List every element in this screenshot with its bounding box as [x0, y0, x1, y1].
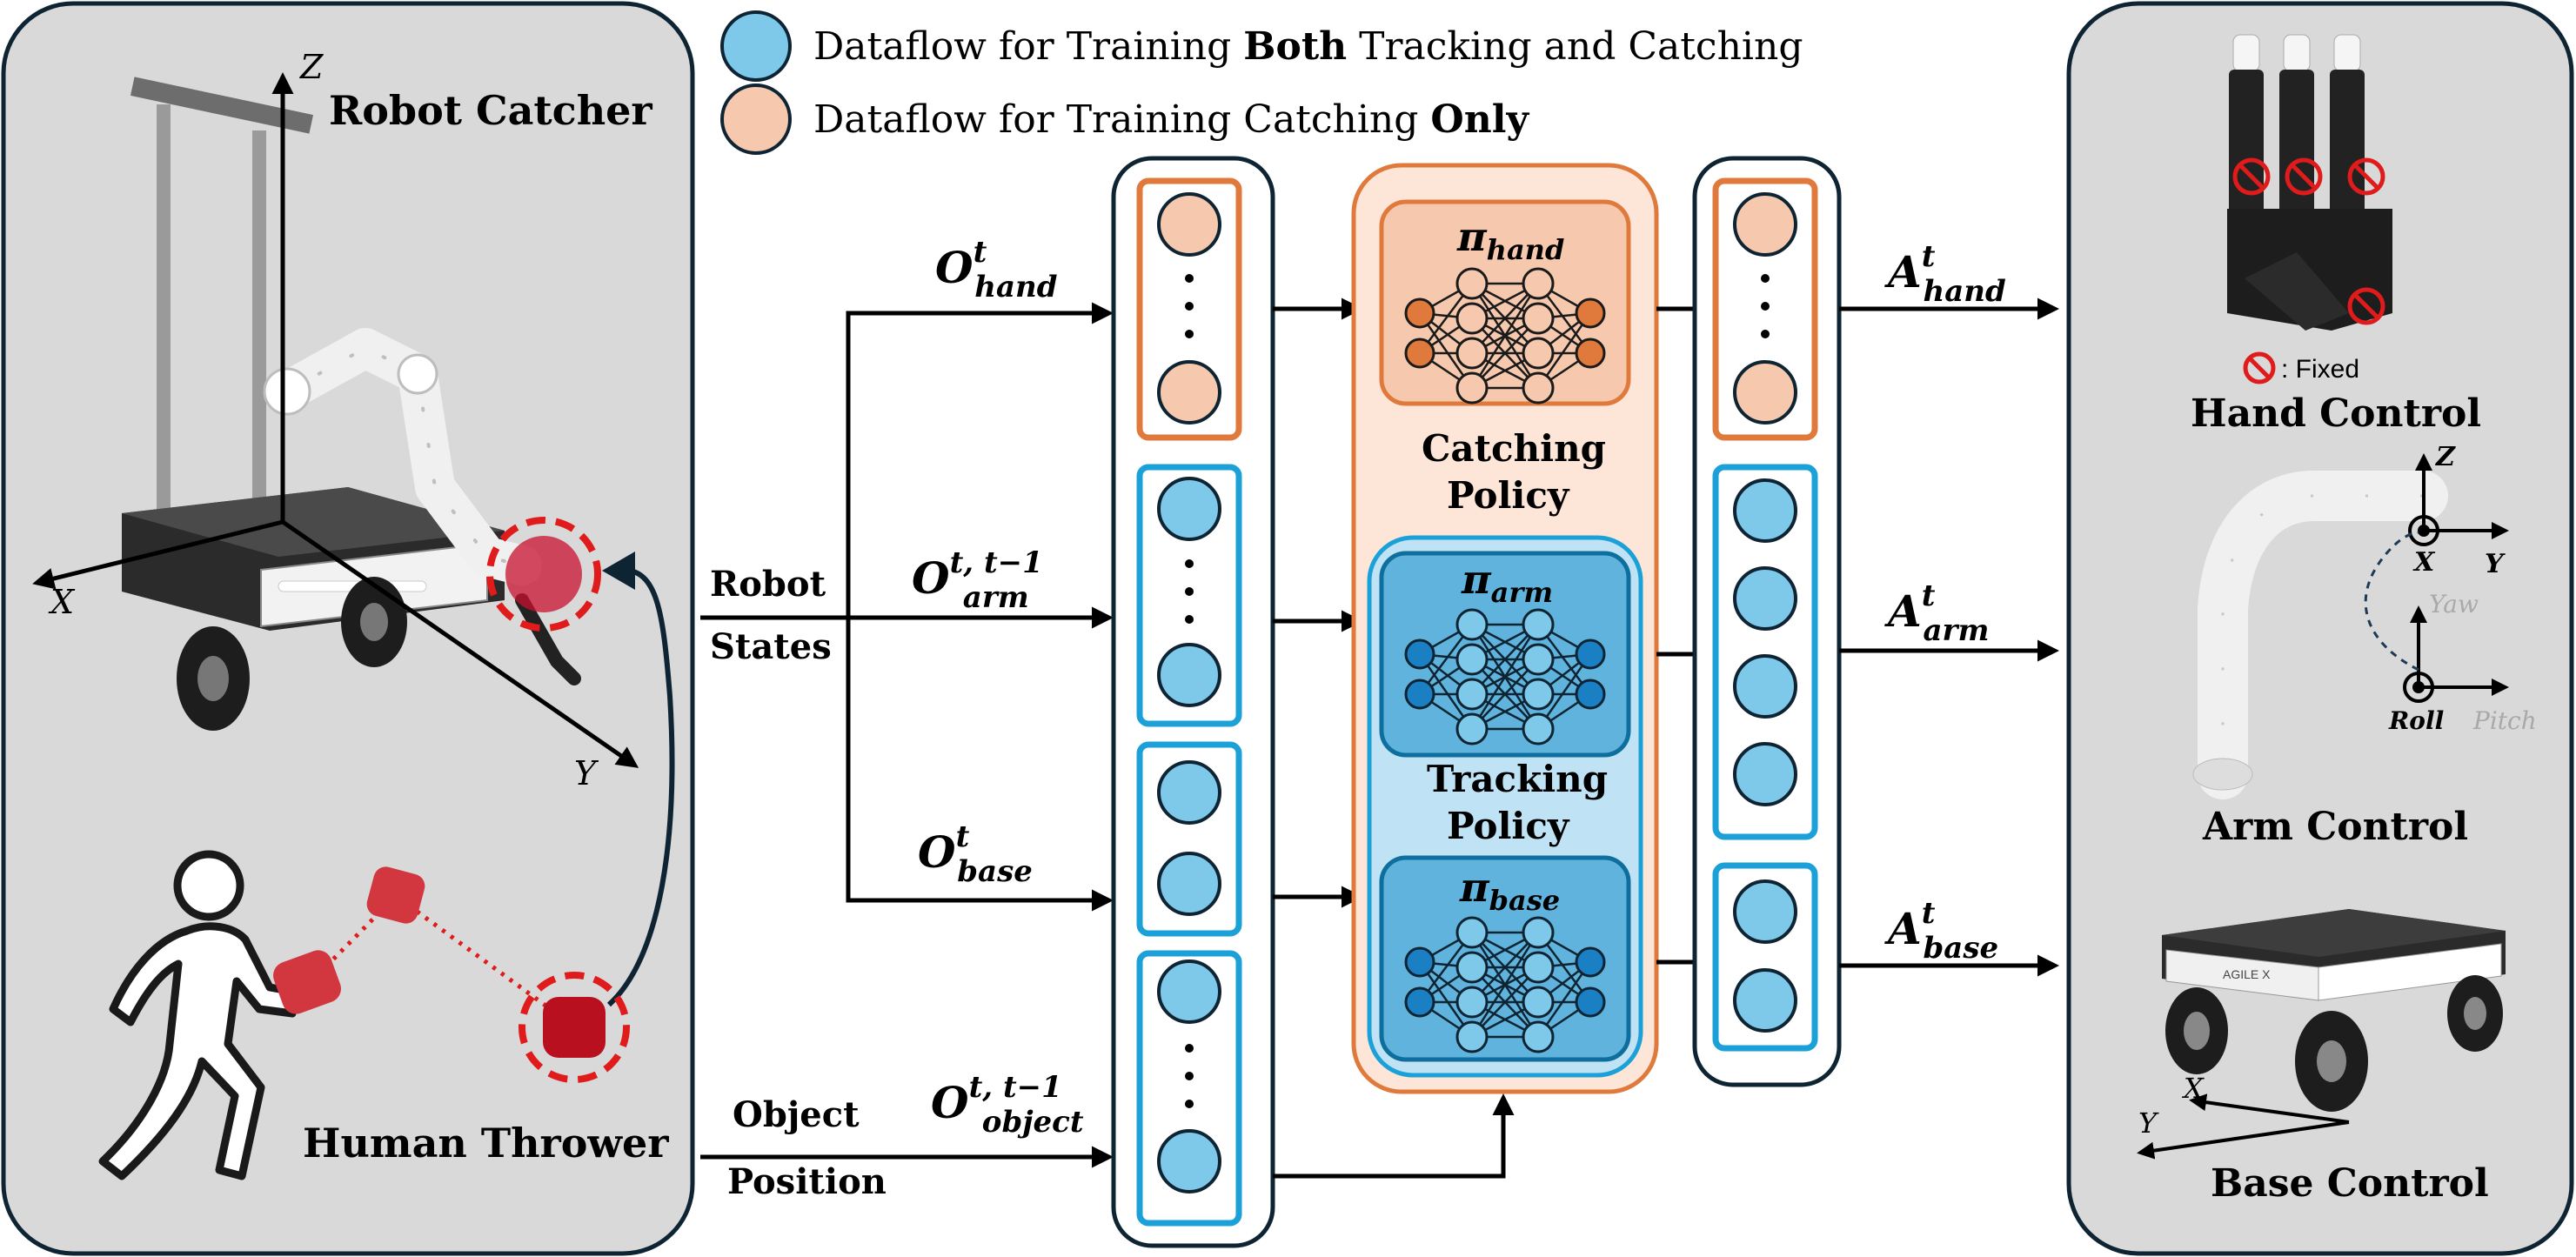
arm-pitch-label: Pitch: [2472, 706, 2537, 735]
action-hand-node: [1733, 192, 1797, 257]
legend-orange-text: Dataflow for Training Catching Only: [813, 97, 1529, 142]
base-axis-x-label: X: [2181, 1072, 2205, 1105]
pi-arm-box: [1379, 551, 1631, 758]
base-control-title: Base Control: [2211, 1161, 2489, 1206]
obs-hand-node: [1157, 360, 1221, 425]
obs-hand-node: [1157, 192, 1221, 257]
catching-policy-label-line1: Catching: [1422, 427, 1606, 470]
left-panel: Z X Y Robot Catcher Human Thrower: [1, 1, 695, 1256]
object-position-label-line1: Object: [733, 1094, 860, 1135]
base-axis-y-label: Y: [2138, 1107, 2159, 1140]
object-position-label-line2: Position: [727, 1161, 887, 1202]
obs-hand-group: [1136, 177, 1242, 441]
action-arm-group: [1712, 464, 1818, 840]
base-brand-logo: AGILE X: [2223, 967, 2271, 981]
fixed-legend-label: : Fixed: [2281, 355, 2359, 384]
axis-x-label: X: [48, 583, 76, 621]
arm-coordinate-frames: [2364, 453, 2509, 703]
arm-illustration: [2192, 471, 2448, 799]
robot-coordinate-frame: [32, 72, 639, 768]
action-arm-node: [1733, 566, 1797, 631]
obs-arm-group: [1136, 464, 1242, 727]
observation-stack: [1111, 156, 1275, 1248]
arm-axis-y-label: Y: [2485, 549, 2506, 579]
action-stack: [1692, 156, 1842, 1087]
fixed-joint-markers: [2232, 157, 2385, 325]
tracking-policy-label-line2: Policy: [1447, 805, 1570, 847]
obs-object-ellipsis: [1185, 1044, 1194, 1108]
throw-trajectory-arrowhead: [602, 552, 635, 590]
fixed-legend: : Fixed: [2243, 351, 2359, 384]
action-base-group: [1712, 862, 1818, 1052]
axis-z-label: Z: [299, 48, 324, 86]
input-arrows: [700, 302, 1114, 1168]
arm-yaw-label: Yaw: [2429, 590, 2479, 618]
action-base-node: [1733, 968, 1797, 1033]
obs-arm-node: [1157, 643, 1221, 707]
arm-axis-x-label: X: [2412, 547, 2436, 578]
pi-base-network: [1404, 916, 1606, 1053]
action-base-node: [1733, 879, 1797, 944]
policy-to-action-lines: [1656, 306, 1695, 965]
pi-base-label: πbase: [1459, 864, 1560, 917]
arm-roll-label: Roll: [2388, 706, 2444, 735]
robot-states-label-line2: States: [710, 626, 832, 667]
obs-object-node: [1157, 959, 1221, 1024]
arm-axis-z-label: Z: [2435, 442, 2456, 472]
mobile-base-illustration: AGILE X: [2162, 909, 2506, 1112]
fixed-legend-icon: [2243, 351, 2276, 384]
legend-blue-swatch: [720, 10, 792, 82]
action-hand-node: [1733, 360, 1797, 425]
legend: Dataflow for Training Both Tracking and …: [720, 10, 1803, 155]
right-panel: : Fixed Hand Control Z X Y Yaw Roll Pitc…: [2066, 1, 2574, 1256]
pi-arm-network: [1404, 608, 1606, 746]
obs-base-group: [1136, 741, 1242, 937]
throw-trajectory-arrow: [606, 567, 675, 1007]
catching-policy-label-line2: Policy: [1447, 474, 1570, 517]
obs-arm-ellipsis: [1185, 559, 1194, 624]
robot-states-label-line1: Robot: [710, 564, 826, 605]
human-thrower-icon: [98, 850, 298, 1180]
obs-object-node: [1157, 1129, 1221, 1193]
obs-base-node: [1157, 760, 1221, 825]
arm-control-title: Arm Control: [2202, 805, 2468, 849]
human-thrower-title: Human Thrower: [303, 1120, 669, 1167]
axis-y-label: Y: [574, 754, 599, 792]
base-coordinate-frame: [2137, 1093, 2350, 1160]
obs-hand-ellipsis: [1185, 274, 1194, 338]
obs-to-policy-arrows: [1273, 298, 1515, 1179]
action-hand-ellipsis: [1761, 274, 1770, 338]
action-arm-node: [1733, 742, 1797, 806]
legend-blue-text: Dataflow for Training Both Tracking and …: [813, 24, 1803, 69]
hand-control-title: Hand Control: [2191, 391, 2481, 436]
action-arrows: [1839, 298, 2059, 977]
pi-arm-label: πarm: [1461, 556, 1553, 609]
object-trajectory: [273, 866, 630, 1083]
action-arm-node: [1733, 478, 1797, 543]
pi-hand-network: [1404, 267, 1606, 405]
tracking-policy-label-line1: Tracking: [1427, 758, 1608, 800]
dexterous-hand-illustration: [2227, 34, 2392, 331]
pi-hand-label: πhand: [1456, 213, 1564, 266]
policy-stack: πhand Catching Policy πarm: [1351, 163, 1659, 1094]
action-hand-group: [1712, 177, 1818, 441]
action-arm-node: [1733, 654, 1797, 719]
pi-base-box: [1379, 855, 1631, 1062]
legend-orange-swatch: [720, 84, 792, 155]
obs-base-node: [1157, 852, 1221, 916]
obs-arm-node: [1157, 477, 1221, 541]
obs-object-group: [1136, 950, 1242, 1227]
caught-object-highlight: [486, 517, 601, 632]
robot-catcher-title: Robot Catcher: [329, 87, 652, 134]
